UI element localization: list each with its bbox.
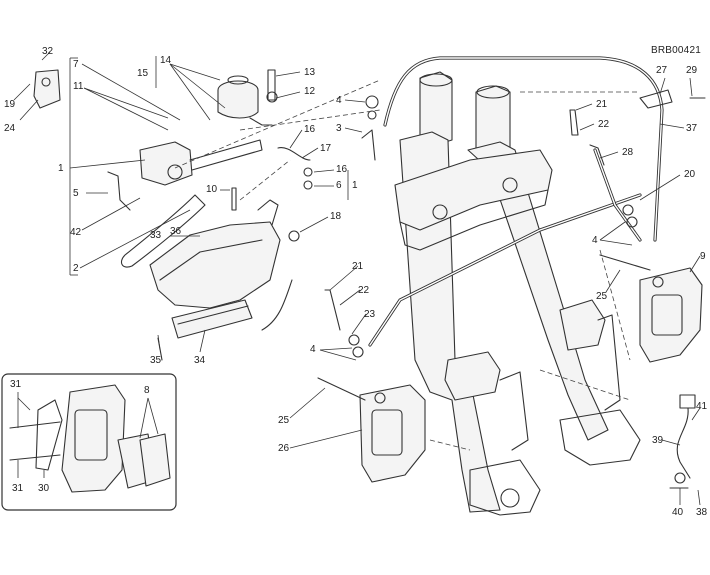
callout-1: 1 [58,163,64,174]
callout-26: 26 [278,443,290,454]
callout-3: 3 [336,123,342,134]
callout-17: 17 [320,143,332,154]
diagram-code: BRB00421 [651,45,701,56]
callout-39: 39 [652,435,664,446]
caliper-front [359,384,426,483]
callout-10: 10 [206,184,218,195]
callout-4: 4 [336,95,342,106]
callout-2: 2 [73,263,79,274]
callout-29: 29 [686,65,698,76]
callout-36: 36 [170,226,182,237]
callout-11: 11 [73,81,84,92]
bracket-top-left [33,69,61,109]
callout-40: 40 [672,507,684,518]
inset-detail [1,373,177,511]
reservoir [217,75,273,126]
callout-15: 15 [137,68,149,79]
speed-sensor [674,394,696,484]
callout-1-right: 1 [352,180,358,191]
callout-34: 34 [194,355,206,366]
callout-38: 38 [696,507,708,518]
callout-7: 7 [73,59,79,70]
master-cylinder [107,139,263,268]
assembly-lines [174,79,640,451]
callout-31-lower: 31 [12,483,24,494]
callout-21: 21 [596,99,608,110]
callout-25: 25 [596,291,608,302]
callout-35: 35 [150,355,162,366]
callout-12: 12 [304,86,316,97]
callout-20: 20 [684,169,696,180]
fork-right [467,85,641,466]
callout-4-lower: 4 [310,344,316,355]
callout-14: 14 [160,55,172,66]
callout-30: 30 [38,483,50,494]
callout-32: 32 [42,46,54,57]
callout-22: 22 [598,119,610,130]
callout-5: 5 [73,188,79,199]
callout-22-lower: 22 [358,285,370,296]
callout-42: 42 [70,227,82,238]
callout-41: 41 [696,401,708,412]
callout-28: 28 [622,147,634,158]
callout-19: 19 [4,99,16,110]
callout-16-lower: 16 [336,164,348,175]
callout-6: 6 [336,180,342,191]
callout-4-right: 4 [592,235,598,246]
fork-crown [394,149,553,251]
callout-9: 9 [700,251,706,262]
callout-31: 31 [10,379,22,390]
callout-8: 8 [144,385,150,396]
cover-assembly [149,199,293,339]
callout-33: 33 [150,230,162,241]
callout-23: 23 [364,309,376,320]
callout-21-lower: 21 [352,261,364,272]
leader-lines [13,51,701,506]
callout-24: 24 [4,123,16,134]
brake-lines [368,56,664,347]
callout-13: 13 [304,67,316,78]
callout-37: 37 [686,123,698,134]
callout-25-lower: 25 [278,415,290,426]
callout-16: 16 [304,124,316,135]
callout-18: 18 [330,211,342,222]
callout-27: 27 [656,65,668,76]
caliper-right [639,267,703,363]
